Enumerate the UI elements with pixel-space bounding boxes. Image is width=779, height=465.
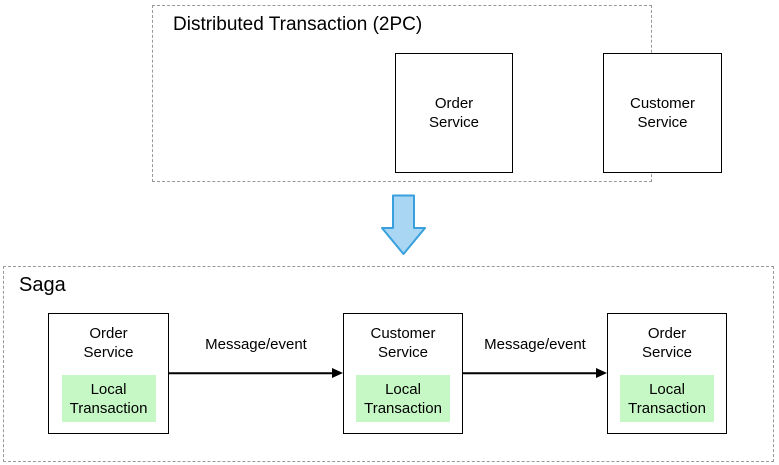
saga-order-service-label-2: Order Service — [641, 325, 693, 361]
down-arrow-icon — [381, 194, 426, 255]
local-transaction-box-1: Local Transaction — [61, 375, 156, 422]
arrowhead-right-icon — [596, 368, 607, 378]
arrow-line — [463, 372, 598, 374]
saga-order-service-label-1: Order Service — [83, 325, 134, 361]
saga-container: Saga — [3, 266, 774, 462]
saga-title: Saga — [19, 274, 66, 296]
2pc-container: Distributed Transaction (2PC) Order Serv… — [152, 5, 722, 182]
arrowhead-right-icon — [332, 368, 343, 378]
arrow-line — [169, 372, 334, 374]
message-event-label-2: Message/event — [484, 336, 586, 353]
2pc-title: Distributed Transaction (2PC) — [173, 14, 423, 35]
saga-customer-service-box: Customer Service Local Transaction — [343, 313, 463, 434]
message-arrow-1 — [169, 365, 343, 381]
2pc-customer-service-label: Customer Service — [629, 95, 696, 131]
local-transaction-box-2: Local Transaction — [356, 375, 450, 422]
local-transaction-box-3: Local Transaction — [620, 375, 714, 422]
2pc-order-service-label: Order Service — [428, 95, 480, 131]
saga-order-service-box-1: Order Service Local Transaction — [48, 313, 169, 434]
message-arrow-2 — [463, 365, 607, 381]
2pc-order-service-box: Order Service — [395, 53, 513, 173]
2pc-customer-service-box: Customer Service — [603, 53, 722, 173]
message-event-label-1: Message/event — [205, 336, 307, 353]
saga-order-service-box-2: Order Service Local Transaction — [607, 313, 727, 434]
saga-customer-service-label: Customer Service — [370, 325, 436, 361]
